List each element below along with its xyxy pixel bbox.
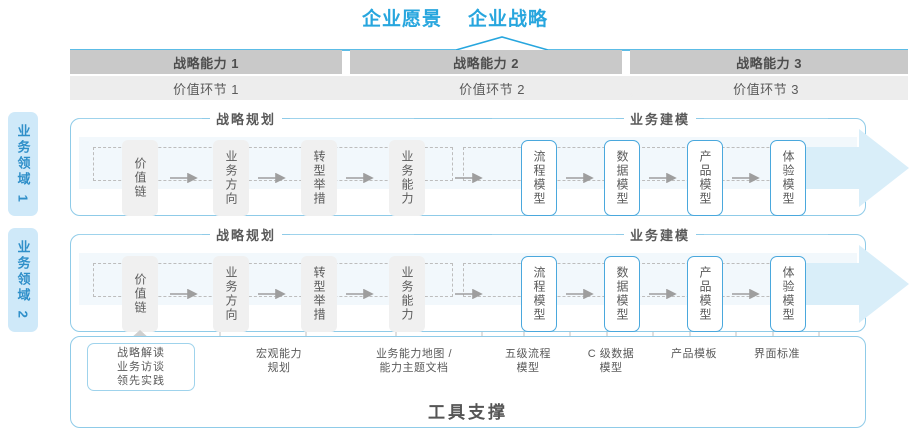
tool-label-1: 宏观能力规划 xyxy=(256,348,302,374)
section-header-1-planning: 战略规划 xyxy=(78,108,415,128)
section-title: 业务建模 xyxy=(624,108,697,128)
section-rule-left xyxy=(492,117,616,119)
section-rule-left xyxy=(78,117,202,119)
enterprise-vision-title: 企业愿景 xyxy=(361,9,442,30)
section-header-1-modeling: 业务建模 xyxy=(492,108,829,128)
node-arrow-1-3 xyxy=(346,173,374,183)
tool-first-box[interactable]: 战略解读业务访谈领先实践 xyxy=(87,343,195,391)
node-2-8[interactable]: 体验模型 xyxy=(770,256,806,332)
tool-label-4: C 级数据模型 xyxy=(587,348,635,374)
node-arrow-1-7 xyxy=(732,173,760,183)
tool-label-3: 五级流程模型 xyxy=(505,348,551,374)
node-arrow-1-1 xyxy=(170,173,198,183)
section-rule-right xyxy=(704,117,829,119)
section-header-2-modeling: 业务建模 xyxy=(492,224,829,244)
node-1-4[interactable]: 业务能力 xyxy=(389,140,425,216)
capability-bar: 战略能力 1 战略能力 2 战略能力 3 xyxy=(70,50,908,74)
value-chain-chevron-shape xyxy=(70,76,908,100)
tool-label-5: 产品模板 xyxy=(671,348,717,360)
section-rule-right xyxy=(290,233,415,235)
value-chain-label-3: 价值环节 3 xyxy=(733,81,799,97)
tool-label-2: 业务能力地图 /能力主题文档 xyxy=(375,348,453,374)
node-arrow-1-6 xyxy=(649,173,677,183)
node-1-6[interactable]: 数据模型 xyxy=(604,140,640,216)
node-1-8[interactable]: 体验模型 xyxy=(770,140,806,216)
tool-support-box: 战略解读业务访谈领先实践 宏观能力规划 业务能力地图 /能力主题文档 五级流程模… xyxy=(70,336,866,428)
node-1-5[interactable]: 流程模型 xyxy=(521,140,557,216)
domain-row-1 xyxy=(70,118,909,216)
domain-tab-1[interactable]: 业务领域 1 xyxy=(8,112,38,216)
section-rule-left xyxy=(492,233,616,235)
node-2-5[interactable]: 流程模型 xyxy=(521,256,557,332)
capability-cell-1: 战略能力 1 xyxy=(70,50,342,74)
node-arrow-2-3 xyxy=(346,289,374,299)
node-1-3[interactable]: 转型举措 xyxy=(301,140,337,216)
node-2-1[interactable]: 价值链 xyxy=(122,256,158,332)
section-header-2-planning: 战略规划 xyxy=(78,224,415,244)
node-arrow-2-5 xyxy=(566,289,594,299)
node-arrow-1-2 xyxy=(258,173,286,183)
node-1-2[interactable]: 业务方向 xyxy=(213,140,249,216)
node-2-2[interactable]: 业务方向 xyxy=(213,256,249,332)
domain-tab-2[interactable]: 业务领域 2 xyxy=(8,228,38,332)
section-rule-left xyxy=(78,233,202,235)
node-arrow-2-7 xyxy=(732,289,760,299)
node-2-4[interactable]: 业务能力 xyxy=(389,256,425,332)
capability-cell-2: 战略能力 2 xyxy=(350,50,622,74)
node-1-1[interactable]: 价值链 xyxy=(122,140,158,216)
section-rule-right xyxy=(704,233,829,235)
dashed-band-1a xyxy=(93,147,453,181)
node-arrow-2-4 xyxy=(455,289,483,299)
value-chain-bar: 价值环节 1 价值环节 2 价值环节 3 xyxy=(70,76,908,100)
dashed-band-2a xyxy=(93,263,453,297)
domain-row-2 xyxy=(70,234,909,332)
node-arrow-2-6 xyxy=(649,289,677,299)
tool-support-title: 工具支撑 xyxy=(428,403,508,422)
node-arrow-1-5 xyxy=(566,173,594,183)
node-1-7[interactable]: 产品模型 xyxy=(687,140,723,216)
section-title: 战略规划 xyxy=(210,108,283,128)
value-chain-label-2: 价值环节 2 xyxy=(459,81,525,97)
section-title: 业务建模 xyxy=(624,224,697,244)
capability-cell-3: 战略能力 3 xyxy=(630,50,908,74)
top-title-group: 企业愿景 企业战略 xyxy=(0,4,910,31)
section-title: 战略规划 xyxy=(210,224,283,244)
node-2-7[interactable]: 产品模型 xyxy=(687,256,723,332)
value-chain-label-1: 价值环节 1 xyxy=(173,81,239,97)
section-rule-right xyxy=(290,117,415,119)
enterprise-strategy-title: 企业战略 xyxy=(468,9,549,30)
node-arrow-1-4 xyxy=(455,173,483,183)
node-arrow-2-1 xyxy=(170,289,198,299)
node-2-6[interactable]: 数据模型 xyxy=(604,256,640,332)
node-2-3[interactable]: 转型举措 xyxy=(301,256,337,332)
tool-label-6: 界面标准 xyxy=(754,348,800,360)
node-arrow-2-2 xyxy=(258,289,286,299)
